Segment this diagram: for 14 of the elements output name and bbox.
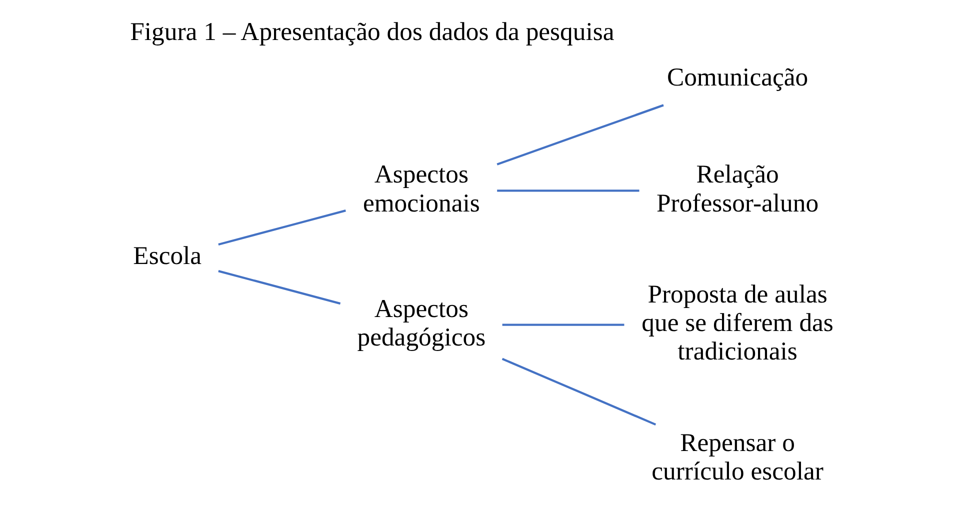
connector bbox=[502, 324, 624, 326]
connector bbox=[502, 358, 656, 426]
diagram-title: Figura 1 – Apresentação dos dados da pesquisa bbox=[130, 16, 614, 46]
connector bbox=[218, 270, 341, 305]
node-text: Comunicação bbox=[666, 62, 808, 92]
node-text: Proposta de aulas que se diferem das tradicionais bbox=[642, 280, 834, 366]
connector bbox=[497, 190, 640, 192]
node-text: Repensar o currículo escolar bbox=[652, 428, 824, 486]
connector bbox=[496, 104, 664, 166]
connector bbox=[218, 210, 346, 246]
node-text: Relação Professor-aluno bbox=[656, 160, 819, 218]
node-text: Aspectos pedagógicos bbox=[357, 294, 486, 352]
node-text: Aspectos emocionais bbox=[362, 160, 480, 218]
node-text: Escola bbox=[133, 241, 202, 270]
